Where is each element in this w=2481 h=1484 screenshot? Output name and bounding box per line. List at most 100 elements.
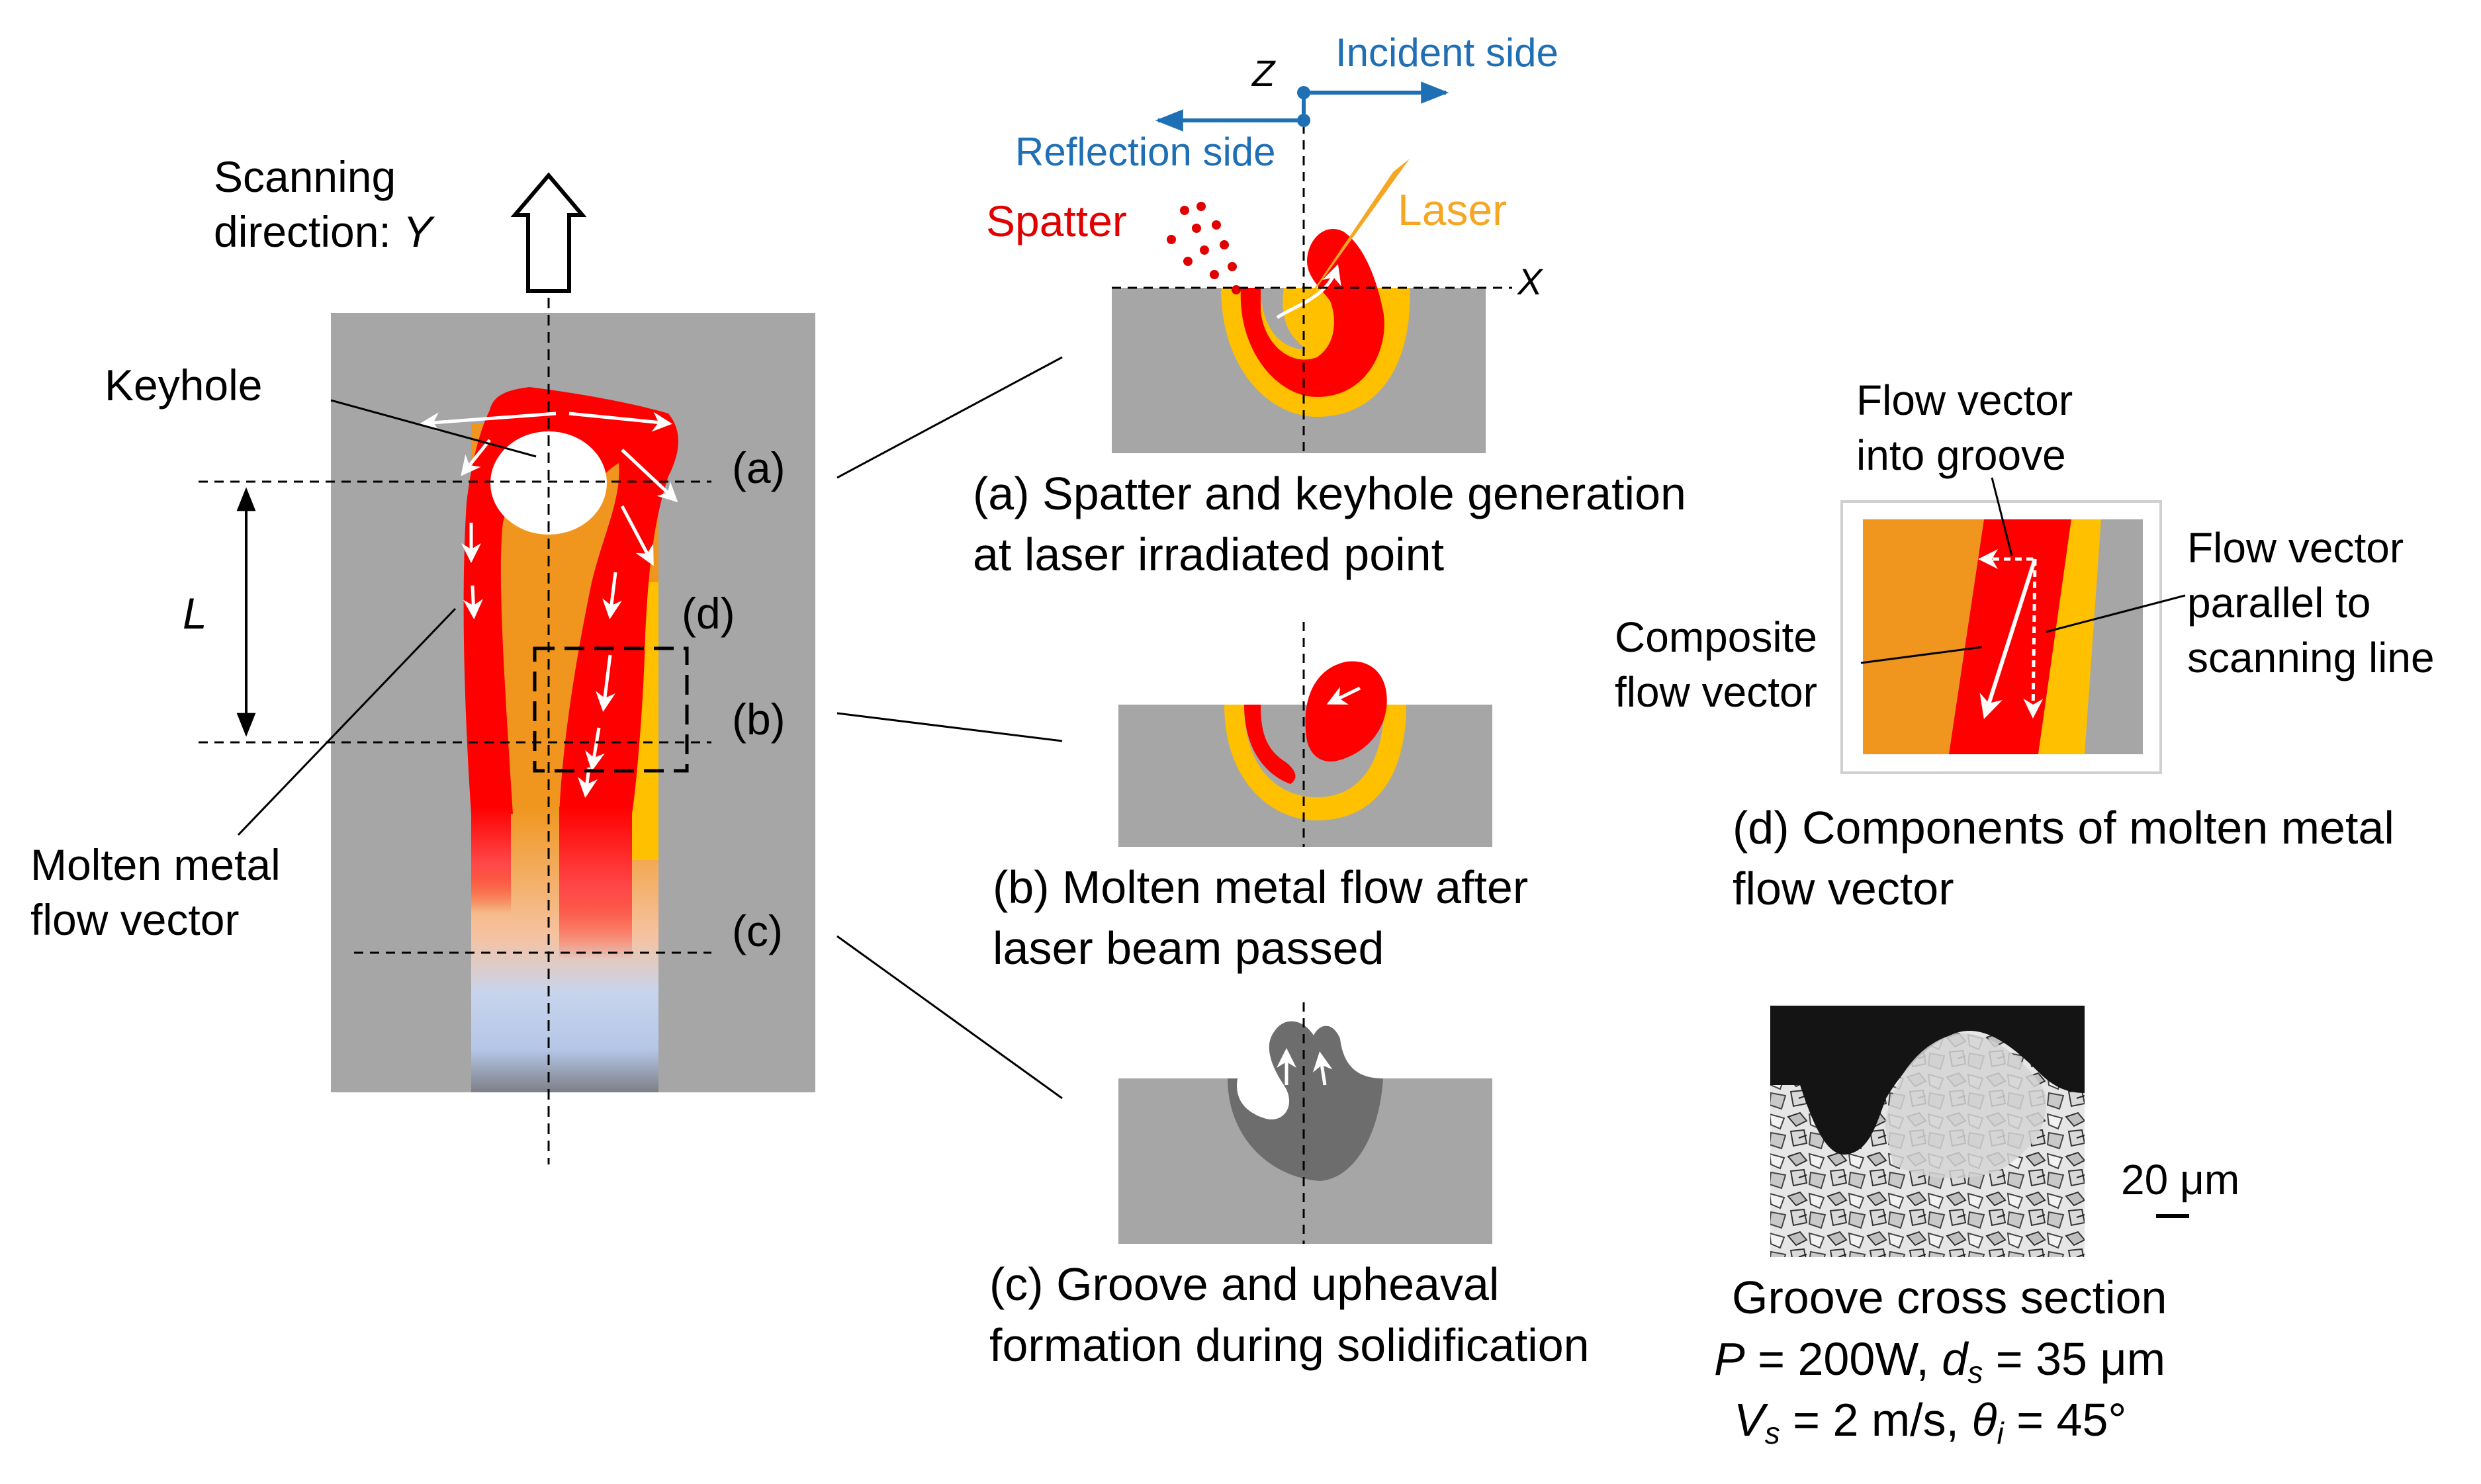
composite-line1: Composite: [1615, 613, 1817, 661]
param-p-value: = 200W,: [1745, 1333, 1942, 1385]
marker-c: (c): [732, 906, 783, 955]
flow-arrow-top-left: [420, 412, 557, 433]
reflection-side-label: Reflection side: [1015, 130, 1276, 174]
molten-trail-red: [559, 807, 632, 959]
flow-arrow-right-4: [585, 727, 605, 771]
molten-flow-leader: [237, 607, 457, 836]
scanning-axis-symbol: Y: [403, 207, 435, 256]
section-a-keyhole-cut: [1261, 288, 1307, 350]
spatter-droplet: [1192, 224, 1201, 233]
spatter-label: Spatter: [986, 196, 1127, 245]
scanning-direction-line1: Scanning: [214, 152, 396, 201]
micrograph-upheaval: [1885, 1033, 2046, 1178]
section-d-caption-line1: (d) Components of molten metal: [1733, 802, 2394, 853]
axis-origin-dot: [1297, 86, 1310, 99]
section-a-molten-red: [1240, 229, 1384, 397]
molten-flow-line2: flow vector: [30, 895, 239, 944]
spatter-droplet: [1212, 220, 1221, 230]
spatter-droplet: [1167, 235, 1176, 244]
main-panel: Scanning direction: Y Keyhole L Molten m…: [30, 152, 1063, 1164]
parallel-line1: Flow vector: [2187, 524, 2404, 572]
section-d-orange: [1863, 519, 1984, 754]
section-d: Flow vector into groove Flow vector para…: [1615, 376, 2435, 914]
param-theta-value: = 45°: [2004, 1394, 2127, 1446]
scanning-direction-arrow: [510, 172, 587, 293]
connector-b: [836, 712, 1063, 742]
section-a-caption-line1: (a) Spatter and keyhole generation: [973, 468, 1686, 519]
param-p-symbol: P: [1714, 1333, 1745, 1385]
micrograph-panel: 20 μm Groove cross section P = 200W, ds …: [1714, 1006, 2239, 1450]
parallel-line2: parallel to: [2187, 579, 2371, 627]
spatter-droplet: [1210, 270, 1219, 279]
micrograph-caption-title: Groove cross section: [1732, 1272, 2167, 1323]
parallel-leader: [2046, 594, 2186, 633]
flow-arrow-right-top: [621, 449, 678, 503]
z-axis-label: Z: [1251, 52, 1276, 94]
flow-arrow-left-top: [461, 439, 491, 476]
section-b: (b) Molten metal flow after laser beam p…: [993, 622, 1528, 974]
composite-leader: [1860, 646, 1983, 664]
section-b-flow-arrow: [1326, 686, 1361, 705]
keyhole-label: Keyhole: [105, 361, 263, 410]
marker-d: (d): [682, 589, 735, 638]
section-d-yellow: [2038, 519, 2101, 754]
spatter-droplet: [1183, 257, 1193, 266]
micrograph-dark-area: [1770, 1006, 2085, 1155]
parallel-line3: scanning line: [2187, 634, 2435, 681]
incident-side-label: Incident side: [1335, 30, 1558, 75]
detail-box-d: [533, 646, 689, 773]
section-c-caption-line2: formation during solidification: [989, 1319, 1590, 1371]
spatter-droplets: [1167, 202, 1241, 294]
section-c-flow-arrow-right: [1312, 1051, 1333, 1086]
param-theta-subscript: i: [1997, 1416, 2005, 1450]
param-theta-symbol: θ: [1972, 1394, 1997, 1446]
param-vs-symbol: V: [1734, 1394, 1769, 1446]
section-c-caption-line1: (c) Groove and upheaval: [989, 1258, 1499, 1310]
flow-arrow-left-2: [463, 585, 483, 619]
spatter-droplet: [1180, 206, 1189, 215]
micrograph-params-line2: Vs = 2 m/s, θi = 45°: [1734, 1394, 2126, 1450]
connector-a: [836, 356, 1063, 479]
flow-arrow-right-1: [620, 505, 654, 566]
section-b-caption-line2: laser beam passed: [993, 922, 1384, 974]
scale-label: 20 μm: [2121, 1156, 2239, 1203]
spatter-droplet: [1220, 240, 1229, 249]
axis-origin-dot-lower: [1297, 114, 1310, 127]
section-a-caption-line2: at laser irradiated point: [973, 529, 1444, 580]
section-a: Z X Incident side Reflection side Spatte…: [973, 30, 1686, 580]
connector-c: [836, 935, 1063, 1100]
param-ds-subscript: s: [1967, 1355, 1983, 1389]
param-ds-symbol: d: [1942, 1333, 1969, 1385]
scanning-direction-line2: direction: Y: [214, 207, 435, 256]
spatter-droplet: [1196, 202, 1206, 211]
param-vs-subscript: s: [1765, 1416, 1780, 1450]
section-b-caption-line1: (b) Molten metal flow after: [993, 861, 1528, 913]
spatter-droplet: [1232, 285, 1241, 294]
laser-beam: [1290, 159, 1410, 324]
section-c-solidified: [1228, 1021, 1383, 1181]
molten-flow-line1: Molten metal: [30, 840, 281, 889]
param-ds-value: = 35 μm: [1983, 1333, 2165, 1385]
param-vs-value: = 2 m/s,: [1780, 1394, 1972, 1446]
composite-vector: [1979, 558, 2037, 719]
section-a-flow-arrow: [1276, 264, 1341, 320]
marker-a: (a): [732, 443, 786, 492]
into-groove-line2: into groove: [1856, 431, 2066, 479]
composite-line2: flow vector: [1615, 668, 1817, 716]
section-d-caption-line2: flow vector: [1733, 863, 1954, 914]
molten-trail-red-left: [471, 807, 511, 913]
into-groove-line1: Flow vector: [1856, 376, 2073, 424]
length-label: L: [183, 589, 207, 638]
flow-arrow-right-2: [602, 572, 622, 619]
flow-arrow-top-right: [568, 412, 672, 432]
laser-label: Laser: [1398, 185, 1507, 234]
spatter-droplet: [1200, 245, 1209, 255]
keyhole: [490, 431, 607, 535]
micrograph-params-line1: P = 200W, ds = 35 μm: [1714, 1333, 2165, 1389]
flow-arrow-right-3: [596, 654, 615, 712]
marker-b: (b): [732, 695, 786, 744]
into-groove-leader: [1991, 477, 2013, 556]
section-c: (c) Groove and upheaval formation during…: [989, 1002, 1590, 1371]
parallel-vector: [2023, 558, 2044, 719]
